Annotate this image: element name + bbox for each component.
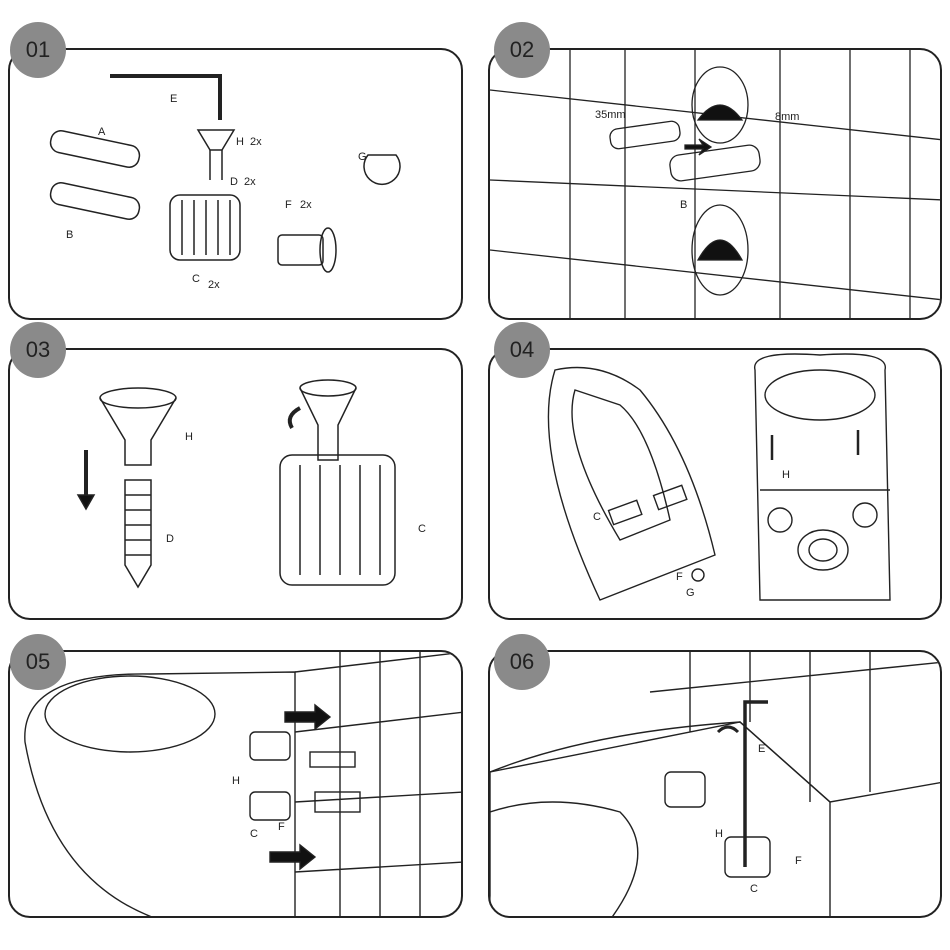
label-c-qty: 2x <box>208 279 220 291</box>
label-c: C <box>250 828 258 840</box>
label-h: H <box>185 431 193 443</box>
label-f: F <box>795 855 802 867</box>
step-panel-01: E A B H 2x D 2x F 2x C 2x G <box>8 48 463 320</box>
hex-key-e <box>110 74 222 120</box>
part-g <box>363 154 401 185</box>
label-g: G <box>686 587 695 599</box>
step-06-illustration: E H C F <box>490 652 940 916</box>
label-e: E <box>758 743 765 755</box>
step-badge-05: 05 <box>10 634 66 690</box>
step-panel-04: C F G H <box>488 348 942 620</box>
sleeve-f <box>277 234 324 266</box>
step-badge-01: 01 <box>10 22 66 78</box>
step-04-illustration: C F G H <box>547 353 891 601</box>
label-a: A <box>98 126 106 138</box>
label-e: E <box>170 93 177 105</box>
label-b: B <box>66 229 73 241</box>
step-badge-06: 06 <box>494 634 550 690</box>
label-g: G <box>358 151 367 163</box>
label-f: F <box>676 571 683 583</box>
label-c: C <box>750 883 758 895</box>
label-f-qty: 2x <box>300 199 312 211</box>
label-d: D <box>166 533 174 545</box>
step-panel-03: H D C <box>8 348 463 620</box>
label-d-qty: 2x <box>244 176 256 188</box>
label-h-qty: 2x <box>250 136 262 148</box>
anchor-a <box>49 129 141 169</box>
cap-h <box>196 129 236 151</box>
screw-d <box>209 150 223 180</box>
step-badge-03: 03 <box>10 322 66 378</box>
step-05-illustration: H C F <box>24 652 461 916</box>
step-badge-02: 02 <box>494 22 550 78</box>
step-02-illustration: 35mm 8mm B <box>490 50 940 318</box>
label-h: H <box>232 775 240 787</box>
dim-8mm: 8mm <box>775 111 799 123</box>
step-panel-02: 35mm 8mm B <box>488 48 942 320</box>
label-c: C <box>192 273 200 285</box>
label-h: H <box>236 136 244 148</box>
label-c: C <box>593 511 601 523</box>
label-h: H <box>715 828 723 840</box>
label-c: C <box>418 523 426 535</box>
housing-c <box>169 194 241 261</box>
step-panel-06: E H C F <box>488 650 942 918</box>
label-b: B <box>680 199 687 211</box>
step-panel-05: H C F <box>8 650 463 918</box>
label-h: H <box>782 469 790 481</box>
label-d: D <box>230 176 238 188</box>
dim-35mm: 35mm <box>595 109 626 121</box>
label-f: F <box>278 821 285 833</box>
anchor-b <box>49 181 141 221</box>
step-badge-04: 04 <box>494 322 550 378</box>
step-03-illustration: H D C <box>76 379 426 589</box>
step-01-illustration: E A B H 2x D 2x F 2x C 2x G <box>49 74 401 291</box>
label-f: F <box>285 199 292 211</box>
